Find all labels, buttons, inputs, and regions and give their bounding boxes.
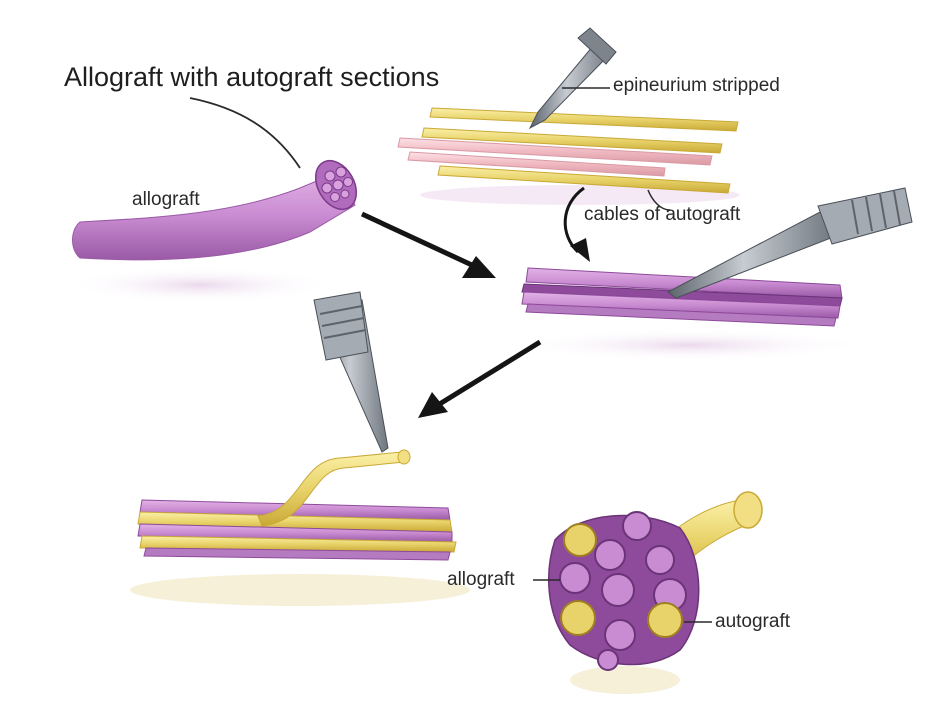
label-allograft-tube: allograft (132, 189, 200, 211)
label-cables-of-autograft: cables of autograft (584, 204, 740, 226)
label-autograft-cross: autograft (715, 611, 790, 633)
allograft-tube (65, 153, 365, 303)
scalpel-top (530, 28, 616, 128)
autograft-cables (398, 108, 740, 205)
arrow-1 (362, 214, 496, 278)
title-leader-line (190, 98, 300, 168)
curved-arrow-head (570, 238, 590, 262)
cross-section (549, 492, 762, 694)
figure-title: Allograft with autograft sections (64, 62, 439, 93)
bundle-bottom (130, 450, 470, 606)
arrow-2 (418, 342, 540, 418)
label-epineurium-stripped: epineurium stripped (613, 75, 780, 97)
forceps-bottom (314, 292, 388, 452)
label-allograft-cross: allograft (447, 569, 515, 591)
